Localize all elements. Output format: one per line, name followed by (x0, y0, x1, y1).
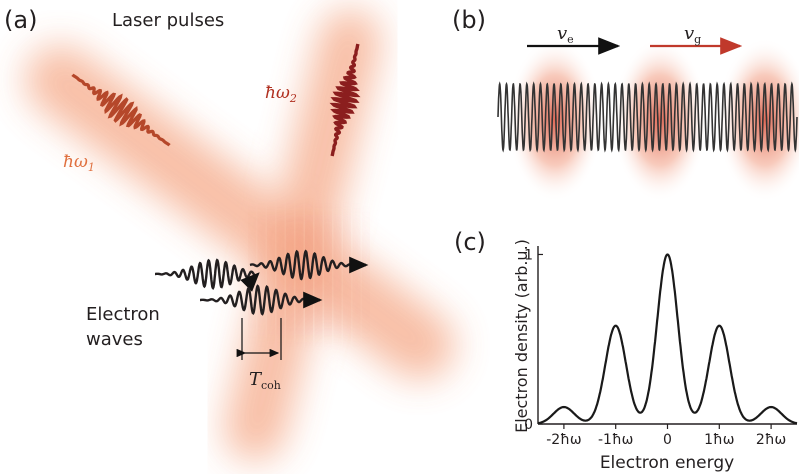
vg-label: vg (684, 23, 701, 46)
x-tick-label: -2ħω (546, 432, 581, 448)
electron-waves-line2: waves (86, 329, 143, 350)
electron-waves-line1: Electron (86, 304, 160, 325)
panel-b: (b) ve vg (452, 6, 799, 202)
pulse2-symbol: ħω (265, 83, 290, 103)
pulse2-label: ħω2 (265, 83, 297, 105)
x-tick-label: 0 (663, 432, 672, 448)
pulse1-symbol: ħω (63, 152, 88, 172)
peak-points (564, 254, 771, 407)
pulse2-subscript: 2 (289, 92, 297, 105)
vg-symbol: v (684, 23, 694, 44)
panel-b-label: (b) (452, 6, 486, 34)
panel-a-label: (a) (4, 6, 37, 34)
fringe (345, 215, 349, 335)
vg-subscript: g (694, 33, 701, 46)
fringe (269, 215, 273, 335)
laser-pulse-1-wave (71, 73, 171, 147)
glow-spot-1 (507, 38, 603, 202)
electron-wave-2 (249, 249, 369, 281)
glow-spot-2 (612, 38, 708, 202)
density-curve (537, 253, 798, 425)
x-ticks: -2ħω -1ħω 0 1ħω 2ħω (546, 424, 786, 448)
laser-pulse-1 (71, 73, 171, 147)
panel-c: (c) 0 1 -2ħω -1ħω 0 1ħω 2ħω Electron energy E… (454, 228, 798, 473)
y-tick-label: 1 (524, 247, 533, 263)
coherence-symbol: T (249, 369, 263, 390)
fringe (364, 215, 368, 335)
pulse-train-glow (507, 38, 799, 202)
panel-a: (a) Laser pulses ħω1 ħω2 Electron waves … (4, 6, 455, 461)
ve-subscript: e (567, 33, 574, 46)
x-tick-label: 2ħω (756, 432, 786, 448)
coherence-label: Tcoh (249, 369, 281, 392)
pulse1-label: ħω1 (63, 152, 95, 174)
electron-density-chart: 0 1 -2ħω -1ħω 0 1ħω 2ħω Electron energy Elect… (512, 239, 798, 473)
electron-wavepackets (155, 249, 369, 316)
electron-wave-1 (155, 258, 260, 292)
y-tick-label: 0 (524, 417, 533, 433)
ve-label: ve (557, 23, 574, 46)
pulse1-subscript: 1 (88, 161, 95, 174)
coherence-time-marker (236, 318, 282, 360)
fringe (326, 215, 330, 335)
fringe (354, 215, 359, 335)
electron-wave-3 (200, 284, 323, 316)
laser-pulses-title: Laser pulses (112, 10, 224, 31)
coherence-subscript: coh (261, 379, 281, 392)
carrier-wave (497, 81, 798, 153)
fringe (278, 215, 283, 335)
y-axis-label: Electron density (arb.u.) (512, 239, 531, 433)
laser-pulse-2-wave (329, 43, 361, 157)
fringe (288, 215, 292, 335)
x-tick-label: -1ħω (598, 432, 633, 448)
fringe (259, 215, 264, 335)
x-tick-label: 1ħω (704, 432, 734, 448)
fringe (335, 215, 340, 335)
x-axis-label: Electron energy (600, 453, 734, 473)
glow-spot-3 (717, 38, 799, 202)
panel-c-label: (c) (454, 228, 486, 256)
ve-symbol: v (557, 23, 567, 44)
laser-pulse-2 (329, 43, 361, 157)
